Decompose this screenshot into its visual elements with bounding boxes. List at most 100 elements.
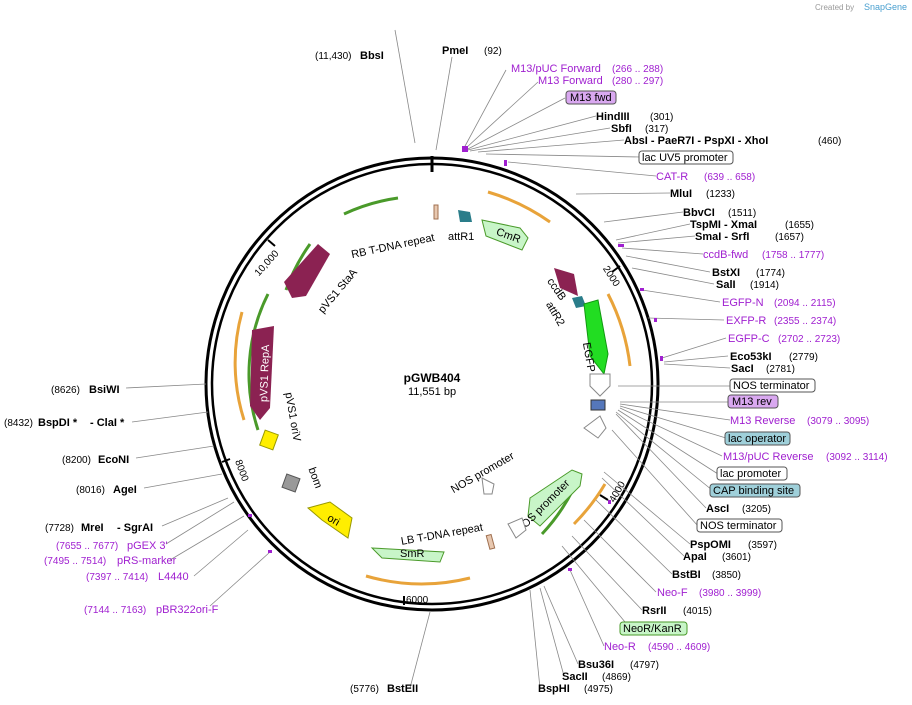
ccdbfwd-name: ccdB-fwd <box>703 249 748 261</box>
neor-box <box>619 621 688 636</box>
primer-site <box>618 244 624 247</box>
exfpr-name: EXFP-R <box>726 315 766 327</box>
repa-label: pVS1 RepA <box>258 344 272 403</box>
neof-pos: (3980 .. 3999) <box>699 588 761 599</box>
nosterm2-box <box>696 518 783 533</box>
mlui-name: MluI <box>670 188 692 200</box>
mlui-pos: (1233) <box>706 189 735 200</box>
prs-name: pRS-marker <box>117 555 177 567</box>
mrei-name: MreI <box>81 522 104 534</box>
m13f-name: M13 Forward <box>538 75 603 87</box>
leader-line <box>561 545 631 629</box>
saci-name: SacI <box>731 363 754 375</box>
rb-label: RB T-DNA repeat <box>350 232 435 261</box>
leader-line <box>663 355 729 363</box>
bsphi-name: BspHI <box>538 683 570 695</box>
leader-line <box>617 409 719 475</box>
sbfi-name: SbfI <box>611 123 632 135</box>
left-labels: (11,430) BbsI PmeI (92) (8626) BsiWI (84… <box>4 45 502 695</box>
apai-name: ApaI <box>683 551 707 563</box>
primer-site <box>248 514 252 517</box>
lacop-name: lac operator <box>728 433 786 445</box>
lacprom-box <box>716 466 788 481</box>
staa-label: pVS1 StaA <box>316 266 360 315</box>
lacprom-name: lac promoter <box>720 468 781 480</box>
leader-line <box>467 115 597 151</box>
leader-line <box>661 337 727 359</box>
leader-line <box>543 585 579 665</box>
cmr-arrow <box>481 219 529 251</box>
pmei-pos: (92) <box>484 46 502 57</box>
bstxi-pos: (1774) <box>756 268 785 279</box>
absi-name: AbsI - PaeR7I - PspXI - XhoI <box>624 135 768 147</box>
nos-prom-arrow-1 <box>481 477 495 495</box>
ori-label: ori <box>325 512 342 529</box>
eco53ki-name: Eco53kI <box>730 351 772 363</box>
neo-r-pos: (4590 .. 4609) <box>648 642 710 653</box>
orf-arc-2 <box>606 293 632 367</box>
repa-arrow <box>250 326 274 420</box>
smr-label: SmR <box>400 548 425 560</box>
bsiwi-pos: (8626) <box>51 385 80 396</box>
sacii-pos: (4869) <box>602 672 631 683</box>
rb-box <box>433 204 439 220</box>
clai-name: - ClaI * <box>90 417 125 429</box>
attr1-label: attR1 <box>448 231 474 243</box>
egfpn-pos: (2094 .. 2115) <box>774 298 836 309</box>
agei-name: AgeI <box>113 484 137 496</box>
cap-box <box>709 483 801 498</box>
plasmid-name: pGWB404 <box>404 371 461 385</box>
leader-line <box>603 211 684 223</box>
smai-name: SmaI - SrfI <box>695 231 749 243</box>
nos-term-arrow-1 <box>589 373 611 397</box>
m13reverse-name: M13 Reverse <box>730 415 795 427</box>
m13f-pos: (280 .. 297) <box>612 76 663 87</box>
eco53ki-pos: (2779) <box>789 352 818 363</box>
tick-2000-mark <box>611 265 621 273</box>
tspmi-pos: (1655) <box>785 220 814 231</box>
pspomi-pos: (3597) <box>748 540 777 551</box>
bspdi-name: BspDI * <box>38 417 78 429</box>
asci-pos: (3205) <box>742 504 771 515</box>
leader-line <box>465 81 539 149</box>
l4440-pos: (7397 .. 7414) <box>86 572 148 583</box>
attr1-arrow <box>458 210 472 222</box>
ccdbfwd-pos: (1758 .. 1777) <box>762 250 824 261</box>
primer-site <box>568 568 572 571</box>
leader-line <box>463 69 507 149</box>
egfp-label: EGFP <box>580 341 597 373</box>
tick-6000: 6000 <box>406 595 429 606</box>
leader-line <box>161 497 229 527</box>
leader-line <box>529 589 541 689</box>
leader-line <box>135 445 215 459</box>
leader-line <box>619 405 727 439</box>
m13rev-box <box>727 394 779 409</box>
leader-line <box>663 363 731 369</box>
orf-arc-8 <box>284 243 312 291</box>
leader-line <box>603 471 691 545</box>
primer-site <box>640 288 644 291</box>
leader-line <box>485 153 641 158</box>
egfpn-name: EGFP-N <box>722 297 764 309</box>
leader-line <box>619 407 723 457</box>
catr-name: CAT-R <box>656 171 688 183</box>
bstxi-name: BstXI <box>712 267 740 279</box>
sali-pos: (1914) <box>750 280 779 291</box>
nos-promoter-label-1: NOS promoter <box>449 450 517 496</box>
neor-arrow <box>527 469 583 527</box>
lb-box <box>485 533 496 550</box>
asci-name: AscI <box>706 503 729 515</box>
leader-line <box>615 223 691 241</box>
agei-pos: (8016) <box>76 485 105 496</box>
leader-line <box>575 192 671 195</box>
pbr-pos: (7144 .. 7163) <box>84 605 146 616</box>
catr-pos: (639 .. 658) <box>704 172 755 183</box>
m13pucrev-name: M13/pUC Reverse <box>723 451 813 463</box>
leader-line <box>583 519 657 593</box>
egfpc-name: EGFP-C <box>728 333 770 345</box>
smai-pos: (1657) <box>775 232 804 243</box>
bbsi-name: BbsI <box>360 50 384 62</box>
orf-arc-6 <box>233 311 246 421</box>
bsteii-name: BstEII <box>387 683 418 695</box>
